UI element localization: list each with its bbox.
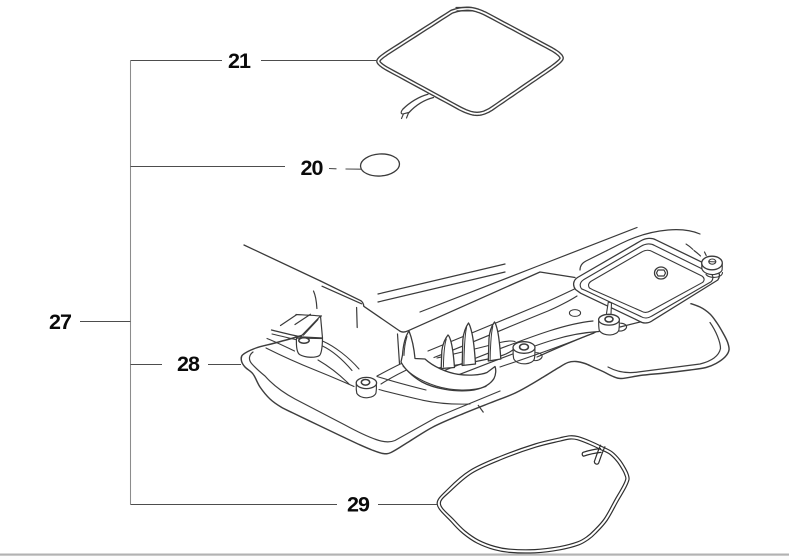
svg-text:20: 20 (301, 156, 324, 180)
svg-text:27: 27 (49, 310, 72, 334)
svg-text:28: 28 (177, 352, 200, 376)
svg-text:21: 21 (228, 49, 251, 73)
svg-text:29: 29 (347, 493, 370, 517)
